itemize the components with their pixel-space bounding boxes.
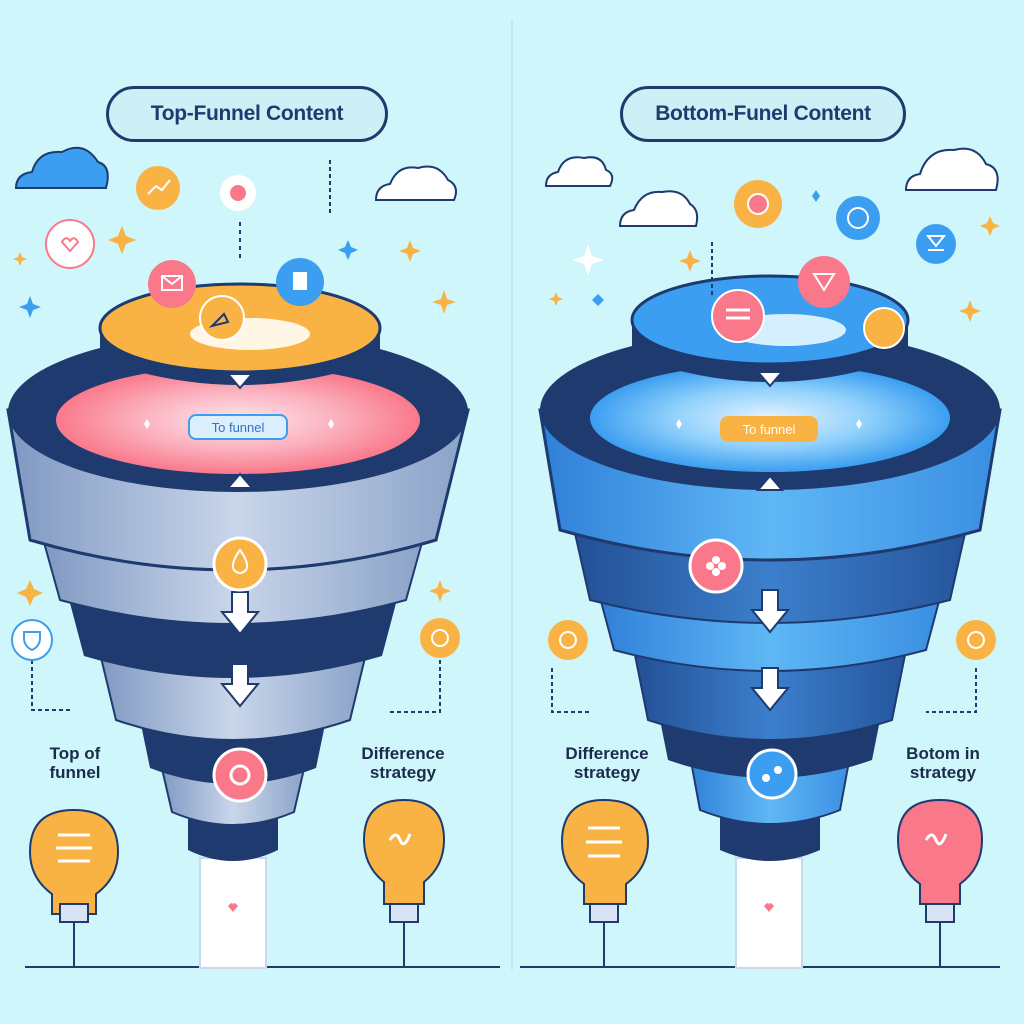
lightbulb-icon bbox=[560, 798, 650, 966]
target-icon bbox=[956, 620, 996, 660]
cloud-icon bbox=[904, 147, 999, 191]
sparkle-icon bbox=[399, 240, 421, 262]
down-arrow-icon bbox=[219, 663, 261, 708]
left-label-difference-strategy: Difference strategy bbox=[361, 744, 445, 782]
drop-icon bbox=[212, 536, 268, 592]
left-funnel-tag: To funnel bbox=[188, 414, 288, 440]
cursor-icon bbox=[199, 295, 245, 341]
cloud-icon bbox=[374, 165, 457, 201]
share-icon bbox=[746, 748, 798, 800]
lightbulb-icon bbox=[362, 798, 446, 966]
down-arrow-icon bbox=[225, 373, 255, 390]
gear-icon bbox=[212, 747, 268, 803]
badge-icon bbox=[916, 224, 956, 264]
heart-icon bbox=[764, 903, 774, 912]
right-label-bottom-strategy: Botom in strategy bbox=[906, 744, 980, 782]
flower-icon bbox=[688, 538, 744, 594]
right-funnel-tag: To funnel bbox=[720, 416, 818, 442]
coin-icon bbox=[863, 307, 905, 349]
left-label-top-of-funnel: Top of funnel bbox=[49, 744, 101, 782]
heart-badge-icon bbox=[45, 219, 95, 269]
target-icon bbox=[420, 618, 460, 658]
up-arrow-icon bbox=[225, 472, 255, 489]
shield-icon bbox=[11, 619, 53, 661]
up-arrow-icon bbox=[755, 474, 785, 491]
right-funnel-stem bbox=[735, 857, 803, 969]
sparkle-icon bbox=[17, 580, 43, 606]
lightbulb-icon bbox=[896, 798, 984, 966]
sparkle-icon bbox=[19, 296, 41, 318]
sparkle-icon bbox=[959, 300, 981, 322]
sparkle-icon bbox=[432, 290, 456, 314]
cloud-icon bbox=[618, 190, 699, 227]
left-funnel-stem bbox=[199, 857, 267, 969]
sparkle-icon bbox=[108, 226, 136, 254]
down-arrow-icon bbox=[749, 589, 791, 634]
cloud-icon bbox=[14, 146, 109, 189]
target-icon bbox=[548, 620, 588, 660]
list-icon bbox=[711, 289, 765, 343]
down-arrow-icon bbox=[219, 591, 261, 636]
left-funnel bbox=[6, 146, 470, 969]
sparkle-icon bbox=[338, 240, 358, 260]
right-funnel bbox=[538, 147, 1002, 969]
heart-icon bbox=[228, 903, 238, 912]
sparkle-icon bbox=[592, 294, 604, 306]
lightbulb-icon bbox=[28, 808, 120, 966]
sparkle-icon bbox=[572, 244, 604, 276]
shield-icon bbox=[798, 256, 850, 308]
down-arrow-icon bbox=[755, 371, 785, 388]
globe-icon bbox=[836, 196, 880, 240]
right-panel-title: Bottom-Funel Content bbox=[620, 86, 906, 142]
left-panel-title: Top-Funnel Content bbox=[106, 86, 388, 142]
right-label-difference-strategy: Difference strategy bbox=[565, 744, 649, 782]
down-arrow-icon bbox=[749, 667, 791, 712]
cloud-icon bbox=[544, 156, 614, 187]
